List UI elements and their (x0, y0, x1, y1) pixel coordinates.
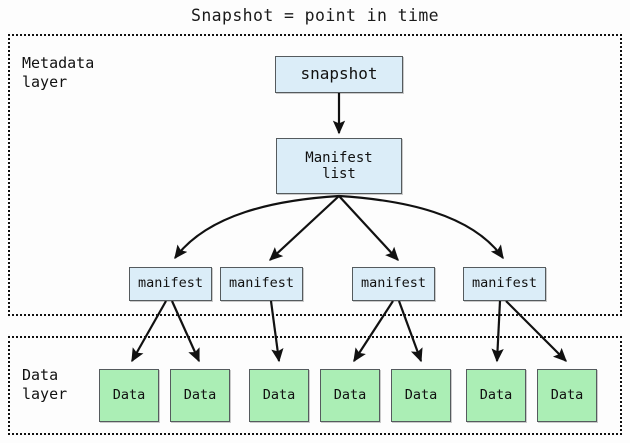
node-data-6[interactable]: Data (537, 369, 597, 422)
metadata-layer-label: Metadata layer (22, 54, 95, 91)
data-layer-label: Data layer (22, 366, 68, 403)
node-manifest-3[interactable]: manifest (463, 267, 546, 301)
node-manifest-list-label: Manifest list (305, 149, 373, 182)
node-data-1[interactable]: Data (170, 369, 230, 422)
node-data-2[interactable]: Data (249, 369, 309, 422)
diagram-title: Snapshot = point in time (190, 6, 439, 25)
node-data-0[interactable]: Data (99, 369, 159, 422)
metadata-layer-region (8, 34, 622, 316)
node-manifest-2[interactable]: manifest (352, 267, 435, 301)
node-manifest-list[interactable]: Manifest list (276, 138, 402, 194)
data-layer-region (8, 336, 622, 435)
node-manifest-0[interactable]: manifest (129, 267, 212, 301)
node-data-4[interactable]: Data (391, 369, 451, 422)
node-data-5[interactable]: Data (466, 369, 526, 422)
node-manifest-1[interactable]: manifest (220, 267, 303, 301)
node-snapshot[interactable]: snapshot (275, 56, 403, 93)
node-data-3[interactable]: Data (320, 369, 380, 422)
